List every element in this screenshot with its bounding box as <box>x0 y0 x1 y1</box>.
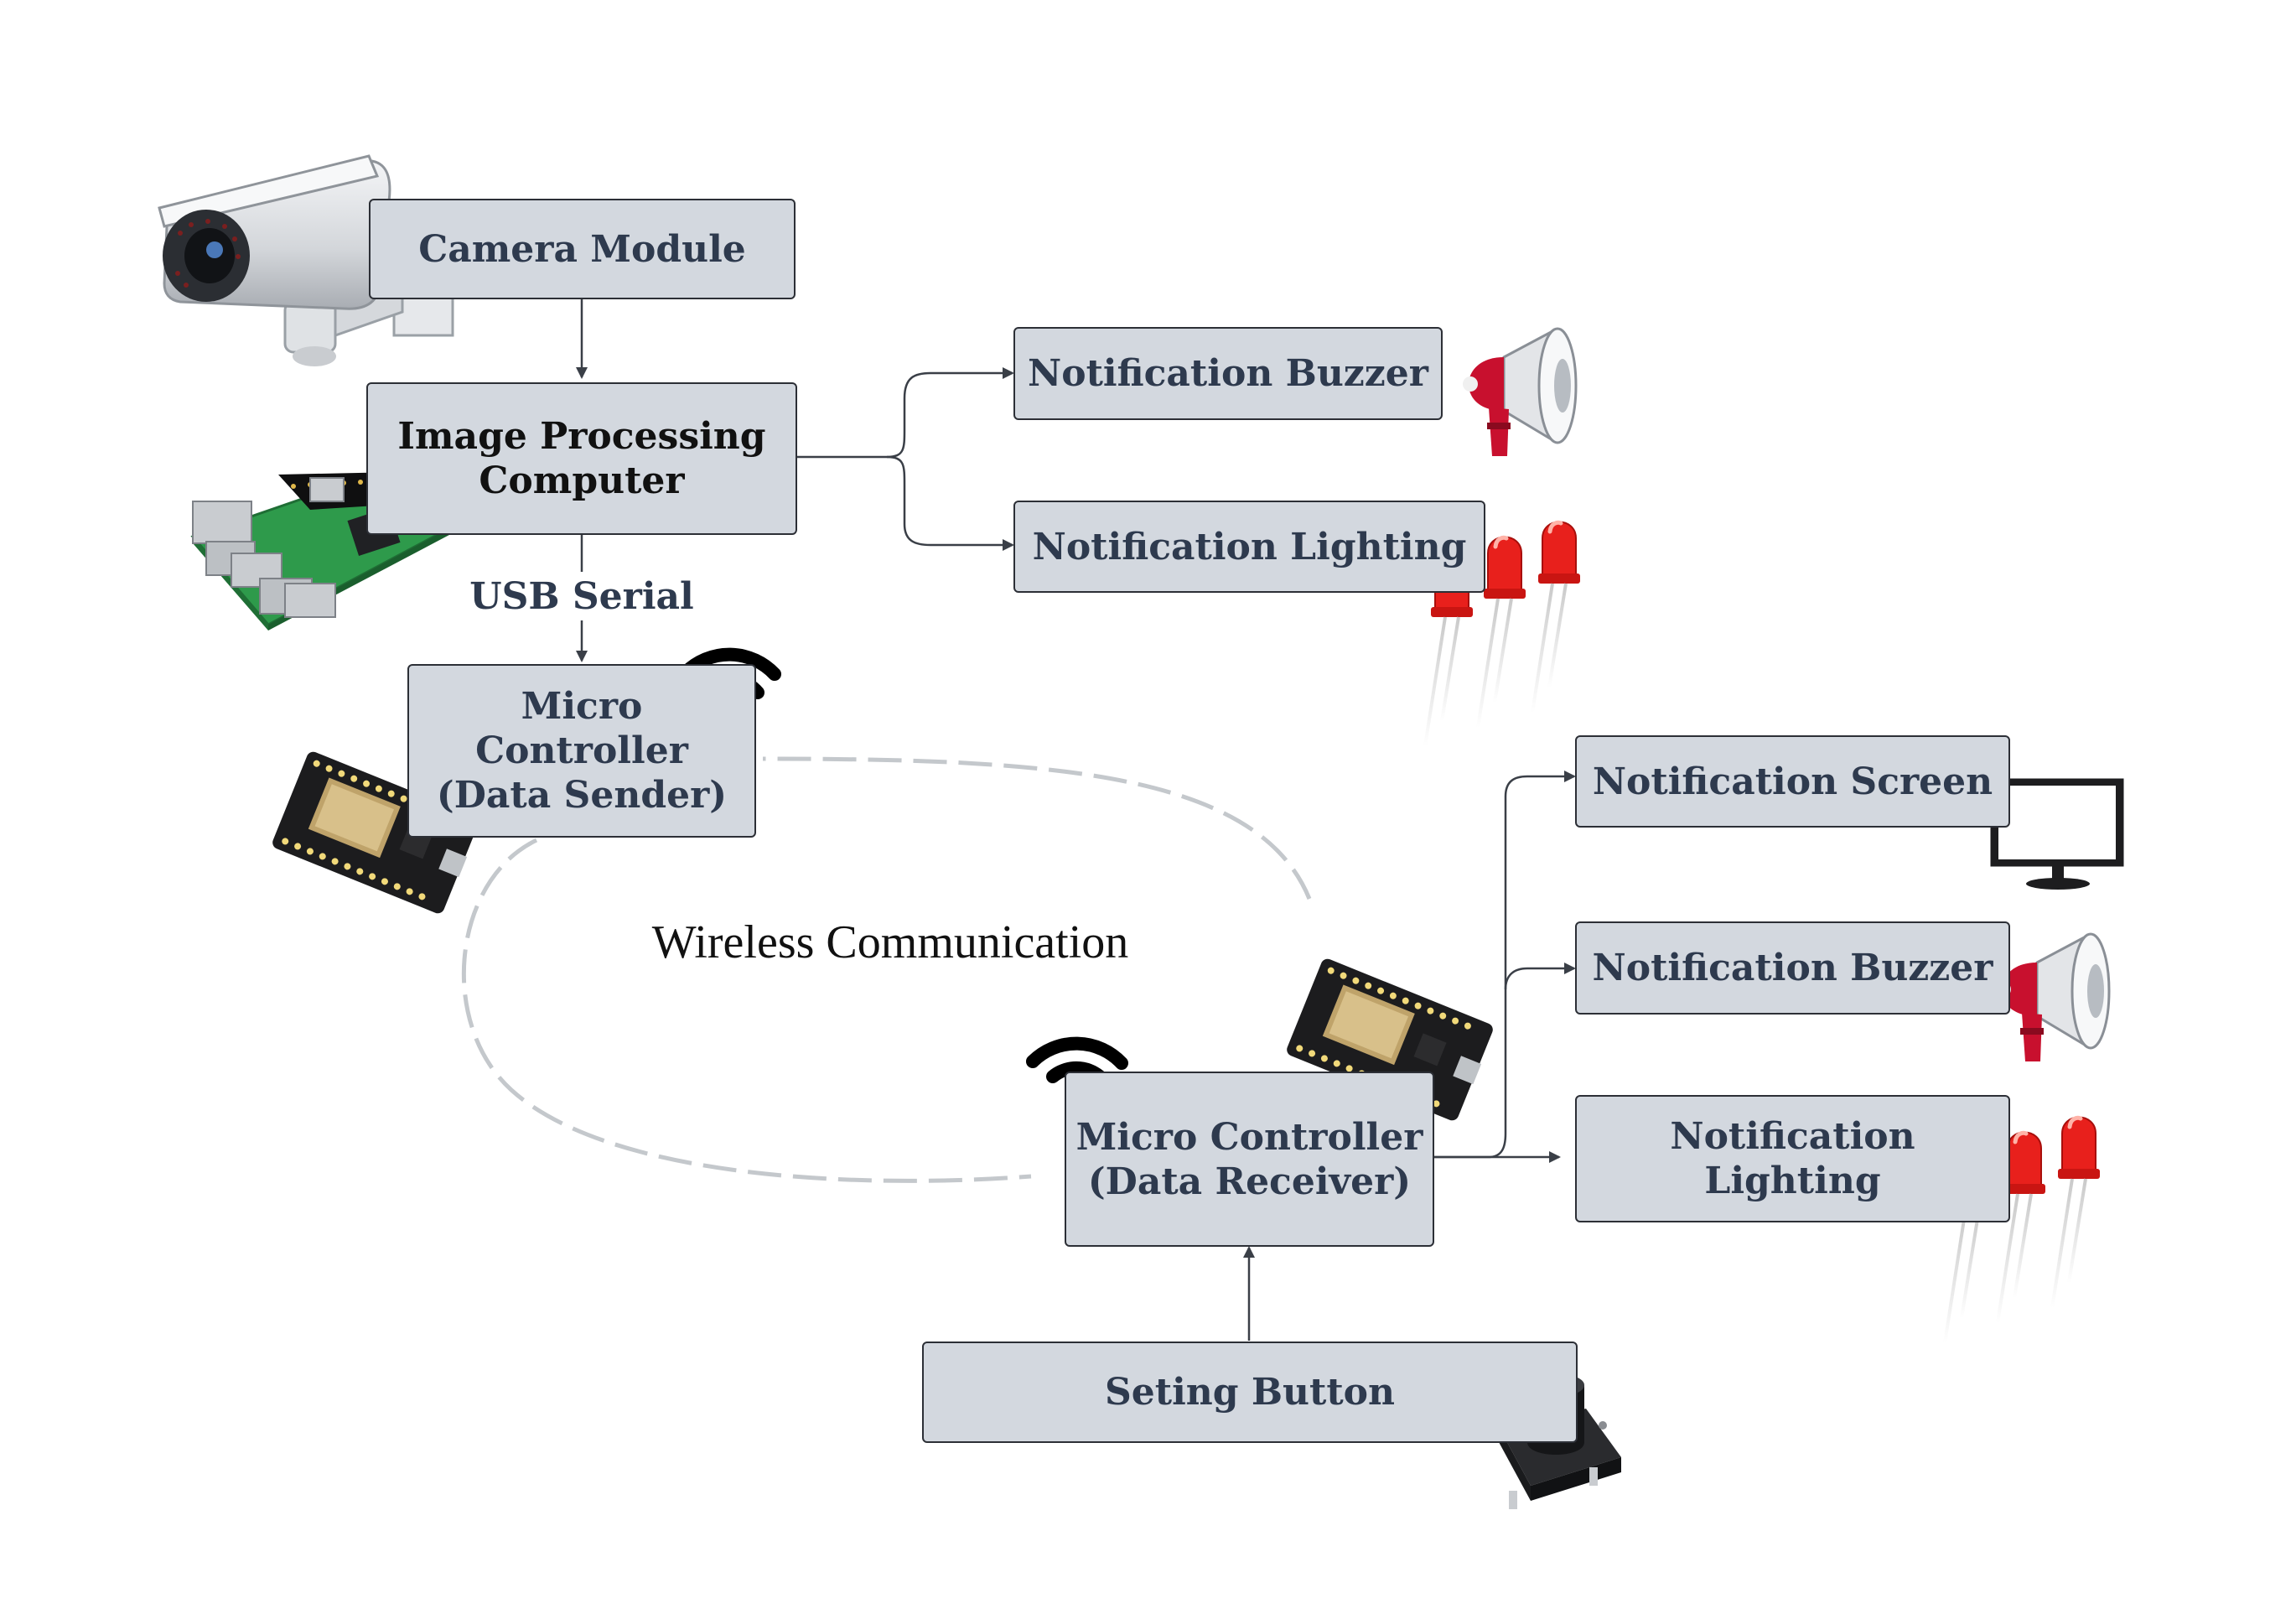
micro-controller-sender-box: Micro Controller (Data Sender) <box>407 664 756 838</box>
arrow-computer-to-lighting <box>886 455 1014 551</box>
camera-module-label: Camera Module <box>418 227 746 271</box>
setting-button-label: Seting Button <box>1104 1371 1396 1414</box>
sender-label-line1: Micro <box>521 685 643 728</box>
megaphone-icon <box>1461 327 1578 458</box>
arrow-computer-to-buzzer <box>796 367 1014 459</box>
monitor-icon <box>1990 778 2124 890</box>
arrow-receiver-to-screen <box>1434 771 1576 1159</box>
notification-buzzer-label-top: Notification Buzzer <box>1028 352 1428 395</box>
red-led-icon <box>2052 1118 2100 1309</box>
notification-lighting-label-bottom-line2: Lighting <box>1704 1160 1881 1202</box>
image-processing-label-line1: Image Processing <box>397 415 766 458</box>
receiver-label-line1: Micro Controller <box>1075 1115 1423 1159</box>
notification-lighting-label-top: Notification Lighting <box>1032 525 1467 568</box>
notification-lighting-box-bottom: Notification Lighting <box>1575 1095 2010 1222</box>
sender-label-line2: Controller <box>475 729 688 772</box>
notification-screen-label: Notification Screen <box>1592 760 1993 803</box>
megaphone-icon <box>1994 932 2111 1063</box>
micro-controller-receiver-box: Micro Controller (Data Receiver) <box>1065 1072 1434 1247</box>
notification-buzzer-box-top: Notification Buzzer <box>1013 327 1443 420</box>
notification-buzzer-label-bottom: Notification Buzzer <box>1592 947 1993 989</box>
image-processing-computer-box: Image Processing Computer <box>366 382 797 535</box>
sender-label-line3: (Data Sender) <box>436 774 728 817</box>
camera-module-box: Camera Module <box>369 199 796 299</box>
notification-lighting-label-bottom-line1: Notification <box>1670 1115 1915 1158</box>
arrow-receiver-to-buzzer <box>1504 963 1576 990</box>
notification-screen-box: Notification Screen <box>1575 735 2010 828</box>
wireless-link-ellipse <box>461 756 1312 1183</box>
red-led-icon <box>1532 522 1580 714</box>
setting-button-box: Seting Button <box>922 1342 1578 1443</box>
notification-lighting-box-top: Notification Lighting <box>1013 501 1485 593</box>
receiver-label-line2: (Data Receiver) <box>1087 1160 1412 1203</box>
notification-buzzer-box-bottom: Notification Buzzer <box>1575 921 2010 1015</box>
wireless-communication-label: Wireless Communication <box>651 916 1129 968</box>
usb-serial-label: USB Serial <box>469 575 694 618</box>
image-processing-label-line2: Computer <box>479 459 685 502</box>
